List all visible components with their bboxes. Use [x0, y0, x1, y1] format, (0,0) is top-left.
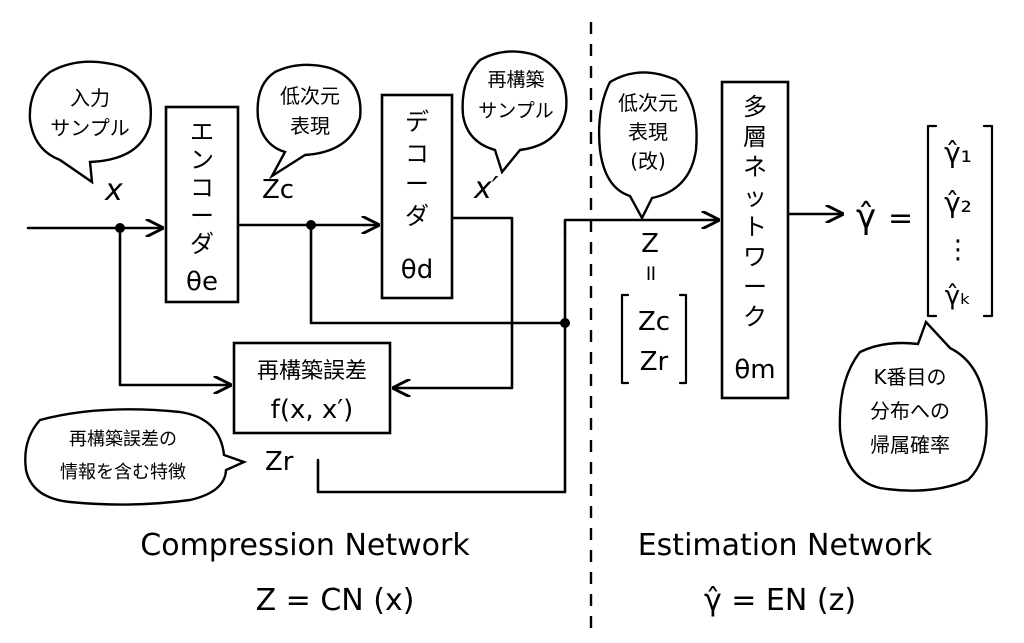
estimation-network-title: Estimation Network: [638, 528, 933, 563]
svg-text:再構築: 再構築: [487, 69, 544, 91]
mlp-char: 多: [743, 93, 767, 121]
encoder-param: θe: [186, 267, 218, 297]
compression-network-title: Compression Network: [140, 528, 470, 563]
gamma-left-bracket: [926, 124, 938, 318]
decoder-char: デ: [405, 108, 429, 136]
mlp-char: ネ: [743, 153, 767, 181]
bubble-low-dim-rep-mod: 低次元 表現 (改): [597, 71, 698, 221]
gamma-output: γ̂ = γ̂₁ γ̂₂ ⋮ γ̂ₖ: [856, 124, 994, 318]
svg-text:K番目の: K番目の: [873, 365, 946, 389]
encoder-block: エ ン コ ー ダ θe: [164, 105, 240, 304]
svg-text:(改): (改): [630, 149, 666, 173]
xprime-to-error-arrow: [394, 216, 514, 388]
z-junction-dot: [560, 318, 570, 328]
bubble-recon-sample: 再構築 サンプル: [461, 50, 568, 175]
z-to-mlp-arrow: [563, 220, 718, 234]
vector-entry: Zc: [638, 307, 670, 337]
left-bracket: [620, 293, 630, 385]
symbol-zr: Zr: [265, 447, 294, 477]
bubble-kth-membership: K番目の 分布への 帰属確率: [838, 319, 988, 492]
zr-to-junction-line: [316, 230, 567, 494]
decoder-char: ダ: [405, 202, 429, 230]
gamma-entry: γ̂ₖ: [945, 281, 971, 311]
mlp-param: θm: [734, 355, 775, 385]
encoder-char: エ: [190, 118, 214, 146]
recon-error-title: 再構築誤差: [257, 359, 367, 384]
encoder-char: ダ: [190, 230, 214, 258]
encoder-char: ー: [190, 202, 214, 230]
mlp-char: ッ: [743, 183, 767, 211]
bubble-low-dim-rep: 低次元 表現: [256, 63, 362, 180]
zc-junction-dot: [306, 220, 316, 230]
mlp-block: 多 層 ネ ッ ト ワ ー ク θm: [720, 80, 790, 400]
encoder-char: ン: [190, 146, 214, 174]
encoder-char: コ: [190, 174, 214, 202]
x-to-error-arrow: [118, 226, 230, 385]
decoder-char: ー: [405, 170, 429, 198]
symbol-gamma-hat: γ̂: [856, 197, 876, 237]
recon-error-formula: f(x, x′): [271, 395, 354, 425]
vertical-equals: ॥: [643, 261, 656, 286]
svg-text:表現: 表現: [290, 114, 330, 138]
zc-to-junction-line: [309, 223, 567, 325]
svg-text:入力: 入力: [70, 86, 110, 110]
svg-text:低次元: 低次元: [618, 91, 678, 115]
z-vector: Z ॥ Zc Zr: [620, 229, 688, 385]
mlp-char: 層: [743, 123, 767, 151]
svg-text:サンプル: サンプル: [478, 100, 553, 122]
mlp-char: ワ: [743, 243, 767, 271]
symbol-equals: =: [888, 201, 913, 236]
gamma-entry: γ̂₁: [944, 136, 972, 169]
gamma-right-bracket: [982, 124, 994, 318]
gamma-entry: ⋮: [945, 235, 971, 265]
svg-text:表現: 表現: [628, 120, 668, 144]
symbol-zc: Zc: [262, 175, 294, 205]
gamma-entry: γ̂₂: [944, 186, 972, 219]
mlp-char: ク: [743, 303, 767, 331]
estimation-network-formula: γ̂ = EN (z): [704, 583, 856, 618]
compression-network-formula: Z = CN (x): [256, 583, 415, 618]
mlp-char: ト: [743, 213, 767, 241]
decoder-block: デ コ ー ダ θd: [380, 93, 454, 300]
svg-text:分布への: 分布への: [870, 399, 950, 423]
decoder-param: θd: [401, 255, 433, 285]
symbol-z: Z: [641, 229, 659, 259]
vector-entry: Zr: [640, 347, 669, 377]
bubble-recon-error-info: 再構築誤差の 情報を含む特徴: [24, 408, 248, 506]
svg-text:再構築誤差の: 再構築誤差の: [69, 429, 177, 450]
svg-text:情報を含む特徴: 情報を含む特徴: [60, 462, 186, 483]
symbol-x-prime: x′: [473, 171, 499, 206]
svg-text:帰属確率: 帰属確率: [870, 433, 950, 457]
recon-error-block: 再構築誤差 f(x, x′): [232, 341, 392, 435]
x-junction-dot: [115, 223, 125, 233]
right-bracket: [678, 293, 688, 385]
svg-text:サンプル: サンプル: [50, 116, 129, 140]
decoder-char: コ: [405, 140, 429, 168]
mlp-char: ー: [743, 273, 767, 301]
bubble-input-sample: 入力 サンプル: [28, 60, 153, 185]
svg-text:低次元: 低次元: [280, 84, 340, 108]
symbol-x: x: [104, 173, 123, 208]
